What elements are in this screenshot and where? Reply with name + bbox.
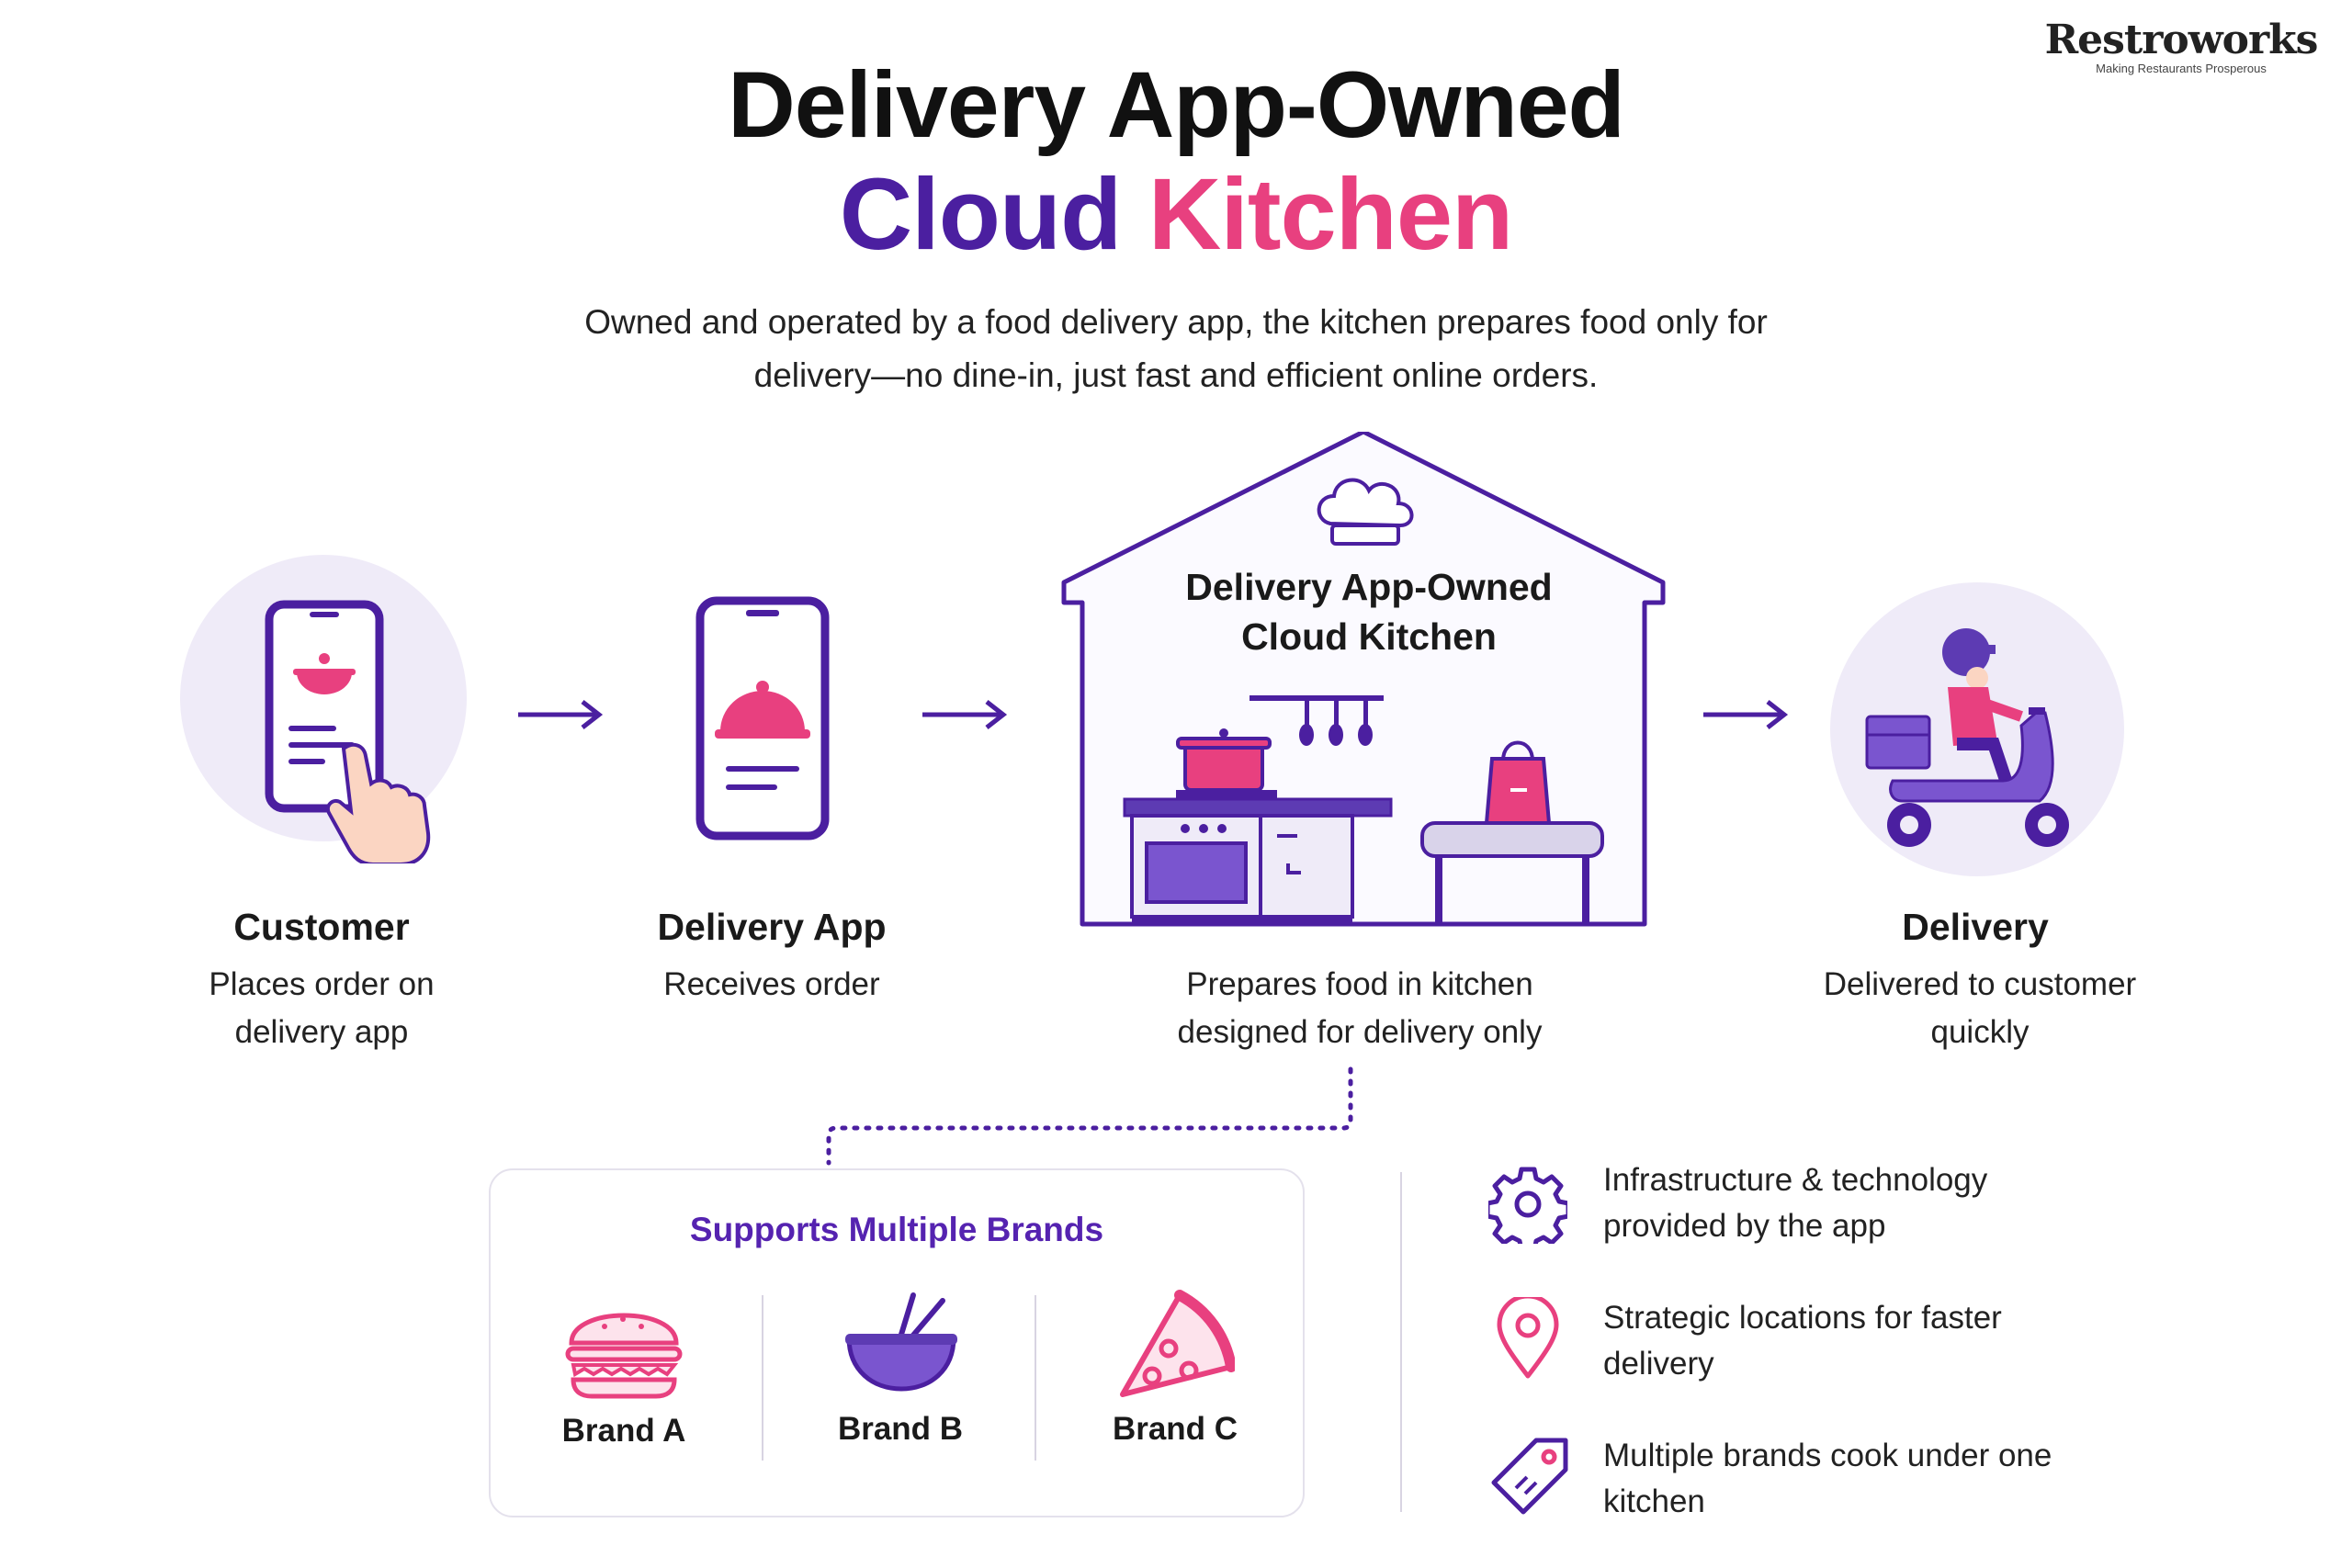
cloud-kitchen-house-illustration — [1061, 432, 1666, 927]
feature-locations-text: Strategic locations for faster delivery — [1603, 1300, 2002, 1382]
delivery-scooter-illustration — [1830, 582, 2124, 876]
arrow-right-icon — [922, 700, 1008, 729]
burger-icon — [565, 1313, 683, 1399]
brand-logo: Restroworks Making Restaurants Prosperou… — [2025, 17, 2337, 75]
customer-phone-illustration — [180, 555, 467, 863]
dotted-connector — [826, 1066, 1353, 1166]
brand-a-label: Brand A — [561, 1413, 686, 1449]
features-divider — [1400, 1172, 1402, 1512]
brands-panel: Supports Multiple Brands Brand A Brand B… — [489, 1168, 1305, 1517]
delivery-app-phone-illustration — [695, 596, 830, 840]
tag-icon — [1491, 1438, 1568, 1515]
pizza-icon — [1120, 1290, 1235, 1397]
feature-infrastructure-text: Infrastructure & technology provided by … — [1603, 1162, 1988, 1244]
step-delivery-desc: Delivered to customer quickly — [1823, 966, 2137, 1050]
step-customer-desc: Places order on delivery app — [209, 966, 435, 1050]
logo-name: Restroworks — [2044, 17, 2319, 63]
subtitle: Owned and operated by a food delivery ap… — [584, 303, 1768, 394]
brand-c-label: Brand C — [1112, 1411, 1238, 1447]
page-title-line2: Cloud Kitchen — [0, 156, 2352, 273]
step-delivery-title: Delivery — [1902, 906, 2049, 948]
brands-title: Supports Multiple Brands — [689, 1211, 1104, 1248]
cloud-kitchen-title: Delivery App-Owned Cloud Kitchen — [1185, 566, 1553, 658]
logo-tagline: Making Restaurants Prosperous — [2096, 62, 2267, 75]
gear-icon — [1488, 1167, 1567, 1244]
bowl-icon — [845, 1292, 957, 1392]
feature-multiple-brands-text: Multiple brands cook under one kitchen — [1603, 1438, 2052, 1519]
location-pin-icon — [1497, 1297, 1559, 1379]
title-word-cloud: Cloud — [839, 158, 1123, 271]
arrow-right-icon — [1703, 700, 1789, 729]
step-delivery-app-desc: Receives order — [663, 966, 880, 1002]
brand-divider — [1035, 1295, 1036, 1461]
brand-b-label: Brand B — [837, 1411, 964, 1447]
arrow-right-icon — [518, 700, 604, 729]
brand-divider — [762, 1295, 763, 1461]
step-cloud-kitchen-desc: Prepares food in kitchen designed for de… — [1177, 966, 1543, 1050]
page-title-line1: Delivery App-Owned — [728, 52, 1625, 157]
title-word-kitchen: Kitchen — [1148, 158, 1513, 271]
step-customer-title: Customer — [233, 906, 410, 948]
step-delivery-app-title: Delivery App — [657, 906, 887, 948]
chef-hat-icon — [1317, 478, 1414, 546]
